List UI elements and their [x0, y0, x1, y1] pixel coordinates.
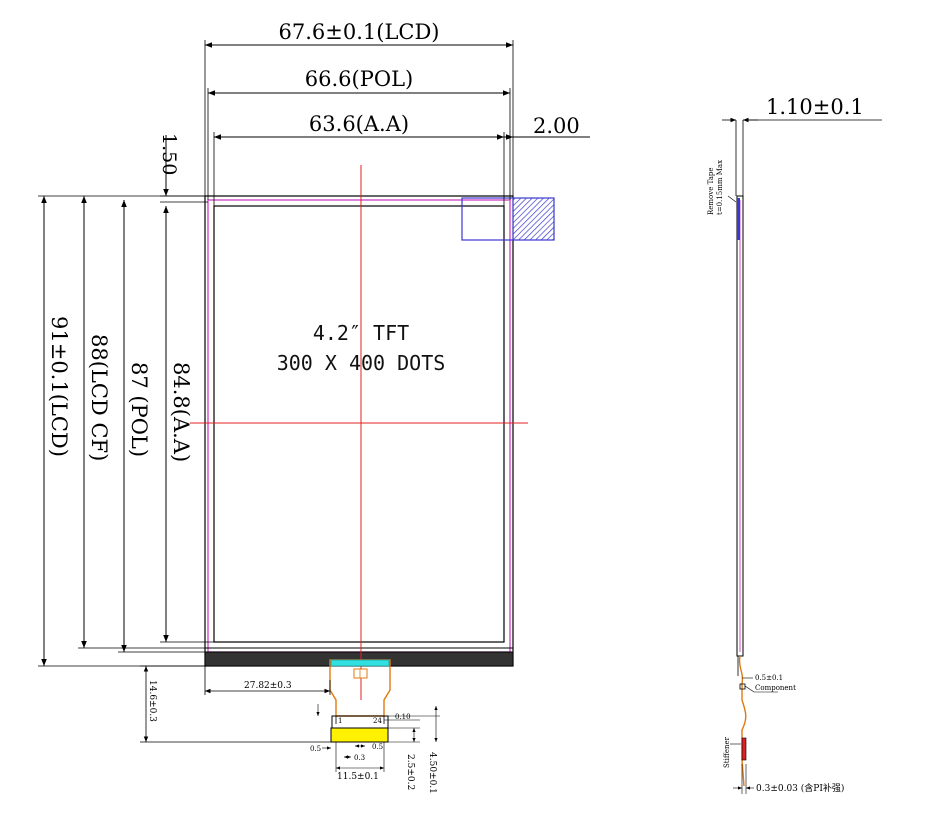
fpc-stiffener [330, 727, 389, 743]
dim-pol-height: 87 (POL) [127, 362, 151, 457]
dim-stiffener-left: 0.5 [310, 745, 321, 753]
side-view: 1.10±0.1 Remove Tape t=0.15mm Max 0.5±0.… [707, 95, 882, 794]
dim-offset-top: 1.50 [158, 133, 180, 175]
side-stiffener [741, 737, 747, 761]
side-fpc [738, 655, 747, 787]
dim-aa-width: 63.6(A.A) [309, 112, 409, 136]
dim-pol-width: 66.6(POL) [305, 67, 413, 91]
panel-size-label: 4.2″ TFT [313, 321, 409, 345]
dim-thickness: 1.10±0.1 [766, 95, 864, 119]
pin-first-label: 1 [338, 717, 342, 725]
lcd-outline [204, 195, 514, 667]
pin-last-label: 24 [373, 717, 382, 725]
note-tape-line2: t=0.15mm Max [716, 160, 724, 215]
dim-stiffener-height: 2.5±0.2 [405, 754, 415, 790]
note-component: Component [755, 684, 796, 692]
note-stiffener: Stiffener [723, 736, 731, 768]
remove-tape-hatch [512, 197, 555, 241]
dim-fpc-offset: 27.82±0.3 [244, 681, 292, 691]
panel-resolution-label: 300 X 400 DOTS [277, 351, 446, 375]
fpc-outline [329, 659, 391, 717]
dim-offset-right: 2.00 [533, 114, 580, 138]
dim-aa-height: 84.8(A.A) [169, 362, 193, 462]
dim-pin-edge: 0.10 [395, 713, 411, 721]
note-tape-line1: Remove Tape [707, 167, 715, 215]
fpc-detail: 1 24 27.82±0.3 14.6±0.3 0.10 0.5 0.5 0.3… [140, 659, 440, 794]
dim-fpc-thickness: 0.3±0.03 (含PI补强) [756, 782, 844, 794]
dim-lcd-width: 67.6±0.1(LCD) [279, 20, 440, 44]
front-view: 4.2″ TFT 300 X 400 DOTS 67.6±0.1(LCD) 66… [38, 20, 590, 700]
dim-tail-height: 4.50±0.1 [427, 752, 437, 794]
dim-component-gap: 0.5±0.1 [755, 674, 783, 682]
dim-lcd-cf-height: 88(LCD CF) [87, 334, 111, 461]
dim-pins-span: 11.5±0.1 [337, 772, 379, 782]
dim-stiffener-right: 0.5 [372, 743, 383, 751]
dim-pin-pitch: 0.3 [354, 754, 365, 762]
dim-lcd-height: 91±0.1(LCD) [47, 316, 71, 457]
dim-fpc-length: 14.6±0.3 [147, 680, 157, 722]
active-area-outline [213, 205, 505, 643]
pol-outline [207, 199, 511, 653]
side-remove-tape [737, 198, 740, 240]
side-component [739, 683, 746, 690]
fpc-chip [353, 668, 368, 679]
fpc-cyan-pad [330, 659, 390, 667]
